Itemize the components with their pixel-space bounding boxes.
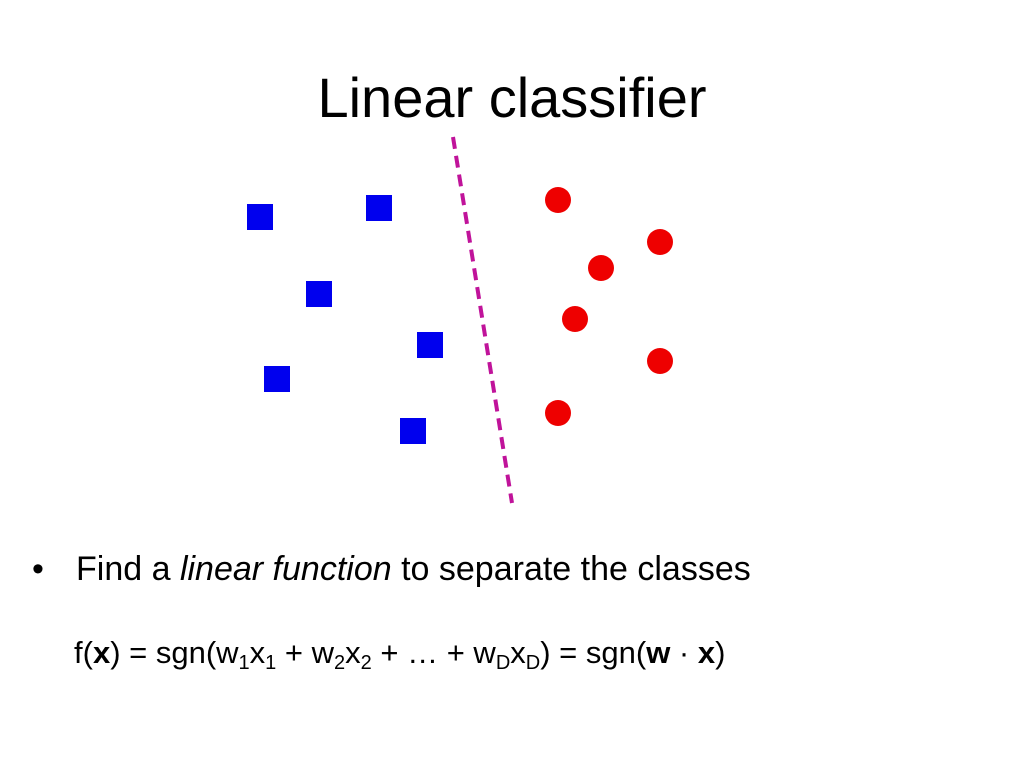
formula-sub-w2: 2: [334, 652, 346, 674]
formula-sgn-open: ) = sgn(w: [110, 635, 239, 670]
formula-sub-wd: D: [495, 652, 511, 674]
bullet-text-after: to separate the classes: [391, 550, 751, 588]
class-a-square-point: [306, 281, 332, 307]
slide-title: Linear classifier: [317, 66, 707, 129]
class-b-circle-point: [588, 255, 614, 281]
formula-w-bold: w: [646, 635, 671, 670]
formula-ellipsis-wd: + … + w: [371, 635, 496, 670]
decision-formula: f(x) = sgn(w1x1 + w2x2 + … + wDxD) = sgn…: [74, 630, 725, 676]
class-a-square-point: [247, 204, 273, 230]
formula-x-bold-2: x: [697, 635, 716, 670]
formula-x2: x: [345, 635, 361, 670]
formula-sub-w1: 1: [238, 652, 250, 674]
formula-sgn-open-2: ) = sgn(: [540, 635, 647, 670]
formula-close: ): [715, 635, 726, 670]
formula-dot: ·: [670, 635, 698, 670]
formula-sub-x2: 2: [360, 652, 372, 674]
formula-sub-x1: 1: [265, 652, 277, 674]
formula-x1: x: [249, 635, 266, 670]
bullet-point: • Find a linear function to separate the …: [32, 546, 751, 592]
bullet-marker: •: [32, 550, 44, 588]
formula-sub-xd: D: [525, 652, 541, 674]
class-b-circle-point: [545, 187, 571, 213]
bullet-text-before: Find a: [76, 550, 180, 588]
formula-xd: x: [510, 635, 526, 670]
class-b-circle-point: [647, 229, 673, 255]
bullet-emphasis: linear function: [179, 550, 392, 588]
decision-boundary-line: [451, 136, 514, 504]
class-b-circle-point: [545, 400, 571, 426]
class-a-square-point: [417, 332, 443, 358]
formula-x-bold: x: [92, 635, 111, 670]
class-a-square-point: [400, 418, 426, 444]
formula-f-open: f(: [74, 635, 93, 670]
class-a-square-point: [264, 366, 290, 392]
formula-plus-w2: + w: [276, 635, 335, 670]
class-b-circle-point: [562, 306, 588, 332]
class-a-square-point: [366, 195, 392, 221]
class-b-circle-point: [647, 348, 673, 374]
